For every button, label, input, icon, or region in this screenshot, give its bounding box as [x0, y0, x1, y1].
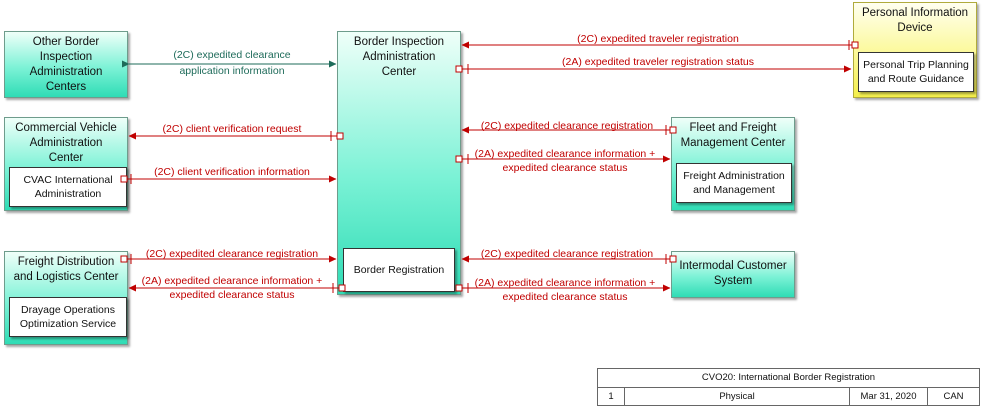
flow-client-verification-request[interactable]: (2C) client verification request [128, 123, 344, 141]
flow-expedited-traveler-registration-status[interactable]: (2A) expedited traveler registration sta… [455, 56, 852, 74]
flow-label-line: (2C) expedited clearance registration [481, 248, 653, 260]
flow-label-line: (2C) client verification request [163, 123, 302, 135]
region-code: CAN [943, 391, 964, 402]
view-type: Physical [625, 387, 850, 406]
diagram-title-block: CVO20: International Border Registration… [597, 368, 980, 406]
border-registration-subsystem[interactable]: Border Registration [343, 248, 455, 292]
flow-fleet-expedited-clearance-information[interactable]: (2A) expedited clearance information + e… [455, 148, 671, 174]
flow-intermodal-clearance-registration[interactable]: (2C) expedited clearance registration [461, 248, 677, 264]
drayage-operations-optimization-service-subsystem[interactable]: Drayage Operations Optimization Service [9, 297, 127, 337]
border-inspection-administration-center-title: Border Inspection Administration Center [353, 36, 445, 78]
flow-fleet-expedited-clearance-registration[interactable]: (2C) expedited clearance registration [461, 120, 677, 135]
commercial-vehicle-administration-center-title: Commercial Vehicle Administration Center [15, 122, 117, 164]
fleet-freight-management-center-box[interactable]: Fleet and Freight Management Center Frei… [671, 117, 795, 211]
commercial-vehicle-administration-center-box[interactable]: Commercial Vehicle Administration Center… [4, 117, 128, 211]
freight-distribution-logistics-center-title: Freight Distribution and Logistics Cente… [13, 256, 119, 283]
intermodal-customer-system-box[interactable]: Intermodal Customer System [671, 251, 795, 298]
flow-label-line: (2C) expedited traveler registration [577, 33, 739, 45]
personal-information-device-box[interactable]: Personal Information Device Personal Tri… [853, 2, 977, 98]
personal-trip-planning-route-guidance-subsystem[interactable]: Personal Trip Planning and Route Guidanc… [858, 52, 974, 92]
cvac-international-administration-subsystem[interactable]: CVAC International Administration [9, 167, 127, 207]
diagram-date: Mar 31, 2020 [850, 387, 928, 406]
flow-label-line: (2A) expedited clearance information + [475, 148, 656, 160]
flow-label-line: (2C) expedited clearance registration [481, 120, 653, 132]
fleet-freight-management-center-title: Fleet and Freight Management Center [680, 122, 786, 149]
flow-expedited-clearance-application[interactable]: (2C) expedited clearance application inf… [122, 49, 337, 77]
flow-client-verification-information[interactable]: (2C) client verification information [120, 166, 337, 184]
flow-intermodal-clearance-information[interactable]: (2A) expedited clearance information + e… [455, 277, 671, 303]
other-border-inspection-centers-box[interactable]: Other Border Inspection Administration C… [4, 31, 128, 98]
flow-label-line: (2C) client verification information [154, 166, 310, 178]
flow-label-line: expedited clearance status [170, 289, 295, 301]
flow-freight-distribution-clearance-information[interactable]: (2A) expedited clearance information + e… [128, 275, 346, 301]
other-border-inspection-centers-title: Other Border Inspection Administration C… [29, 36, 103, 93]
personal-information-device-title: Personal Information Device [861, 7, 969, 34]
flow-label-line: expedited clearance status [503, 162, 628, 174]
flow-label-line: (2A) expedited clearance information + [142, 275, 323, 287]
flow-label-line: (2A) expedited traveler registration sta… [562, 56, 754, 68]
flow-label-line: (2C) expedited clearance [173, 49, 290, 61]
flow-freight-distribution-clearance-registration[interactable]: (2C) expedited clearance registration [120, 248, 337, 264]
flow-expedited-traveler-registration[interactable]: (2C) expedited traveler registration [461, 33, 859, 50]
freight-administration-management-subsystem[interactable]: Freight Administration and Management [676, 163, 792, 203]
freight-distribution-logistics-center-box[interactable]: Freight Distribution and Logistics Cente… [4, 251, 128, 345]
border-inspection-administration-center-box[interactable]: Border Inspection Administration Center … [337, 31, 461, 295]
diagram-title: CVO20: International Border Registration [598, 369, 979, 388]
flow-label-line: (2A) expedited clearance information + [475, 277, 656, 289]
page-number: 1 [598, 387, 625, 406]
flow-label-line: application information [179, 65, 284, 77]
flow-label-line: (2C) expedited clearance registration [146, 248, 318, 260]
intermodal-customer-system-title: Intermodal Customer System [679, 260, 787, 287]
flow-label-line: expedited clearance status [503, 291, 628, 303]
